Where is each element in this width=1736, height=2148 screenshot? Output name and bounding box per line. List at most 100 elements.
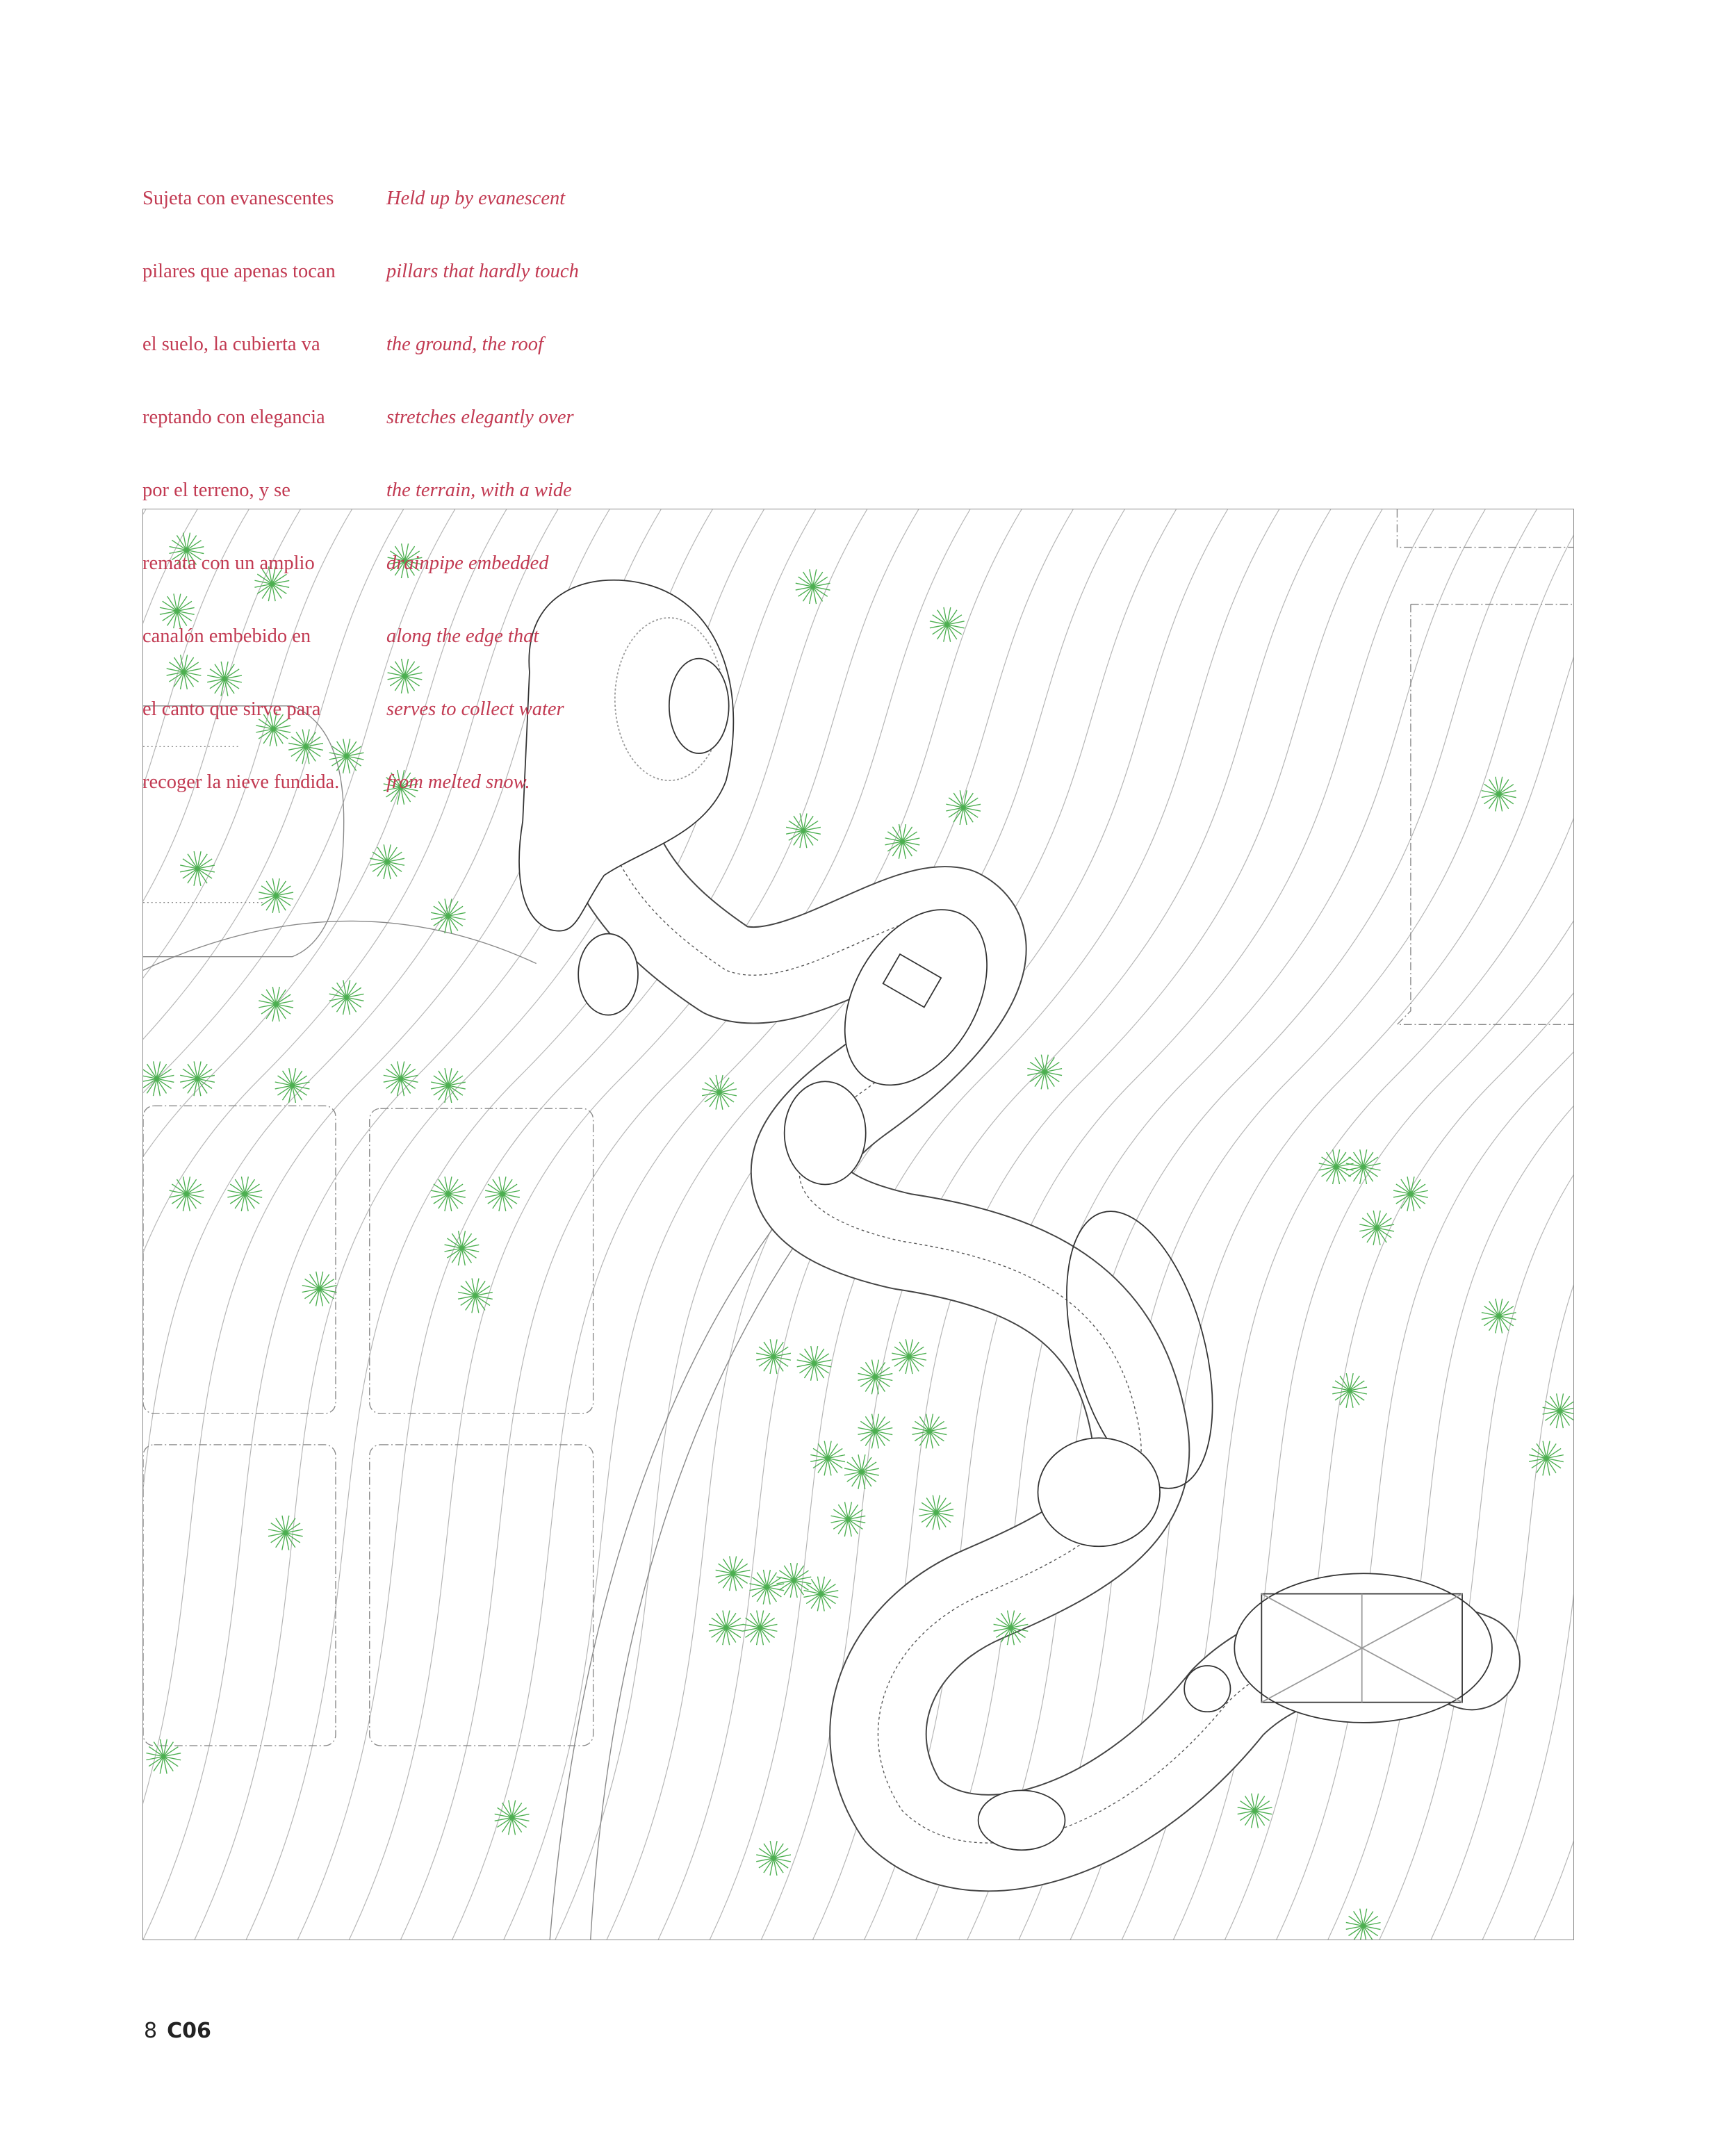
contour-line bbox=[760, 509, 1332, 1940]
contour-line bbox=[1533, 1840, 1573, 1940]
parking-areas bbox=[143, 509, 1573, 1940]
tree-icon bbox=[756, 1339, 792, 1375]
tree-icon bbox=[1237, 1793, 1272, 1828]
dining-hall bbox=[1066, 1211, 1213, 1489]
tree-icon bbox=[912, 1413, 947, 1449]
caption-line: stretches elegantly over bbox=[386, 407, 574, 428]
tree-icon bbox=[1393, 1177, 1428, 1212]
tree-icon bbox=[858, 1413, 893, 1449]
tree-icon bbox=[708, 1610, 744, 1646]
caption-spanish: Sujeta con evanescentes pilares que apen… bbox=[142, 138, 339, 819]
caption-line: reptando con elegancia bbox=[142, 407, 325, 428]
tree-icon bbox=[207, 661, 243, 696]
caption-line: el canto que sirve para bbox=[142, 698, 321, 720]
tree-icon bbox=[275, 1068, 310, 1104]
tree-icon bbox=[159, 593, 195, 629]
tree-icon bbox=[457, 1278, 493, 1313]
tree-icon bbox=[785, 813, 821, 848]
caption-line: canalón embebido en bbox=[142, 625, 311, 647]
caption-line: por el terreno, y se bbox=[142, 479, 290, 501]
tree-icon bbox=[858, 1359, 893, 1395]
tree-icon bbox=[169, 1177, 204, 1212]
tree-icon bbox=[143, 1061, 174, 1097]
small-pavilion bbox=[578, 933, 639, 1016]
caption-line: el suelo, la cubierta va bbox=[142, 334, 320, 355]
tree-icon bbox=[810, 1441, 846, 1476]
tree-icon bbox=[227, 1177, 263, 1212]
tree-icon bbox=[1528, 1441, 1564, 1476]
tree-icon bbox=[885, 823, 920, 859]
caption-line: from melted snow. bbox=[386, 771, 530, 793]
contour-line bbox=[297, 509, 868, 1940]
tree-icon bbox=[430, 1068, 466, 1104]
contour-line bbox=[1018, 534, 1573, 1940]
tree-icon bbox=[1481, 776, 1516, 812]
tree-icon bbox=[259, 986, 294, 1022]
contour-line bbox=[143, 509, 301, 902]
sports-hall bbox=[1234, 1573, 1493, 1723]
tree-icon bbox=[1345, 1149, 1381, 1185]
tree-icon bbox=[749, 1569, 785, 1605]
pavilion-3 bbox=[783, 1081, 867, 1186]
tree-icon bbox=[259, 878, 294, 913]
tree-icon bbox=[254, 566, 290, 602]
tree-icon bbox=[742, 1610, 778, 1646]
contour-line bbox=[143, 509, 352, 978]
tree-icon bbox=[1318, 1149, 1354, 1185]
caption-line: Held up by evanescent bbox=[386, 188, 566, 209]
tree-icon bbox=[383, 1061, 418, 1097]
tree-icon bbox=[383, 769, 418, 805]
contour-line bbox=[143, 509, 559, 1254]
tree-icon bbox=[715, 1556, 751, 1591]
caption-line: recoger la nieve fundida. bbox=[142, 771, 340, 793]
stage-hall bbox=[1037, 1437, 1161, 1548]
tree-icon bbox=[919, 1495, 954, 1530]
tree-icon bbox=[1359, 1210, 1395, 1245]
tree-icon bbox=[430, 1177, 466, 1212]
tree-icon bbox=[329, 739, 364, 774]
auditorium bbox=[518, 579, 735, 932]
contour-line bbox=[245, 509, 817, 1940]
tree-icon bbox=[166, 655, 202, 690]
tree-icon bbox=[1345, 1908, 1381, 1940]
contour-line bbox=[1070, 657, 1573, 1940]
contour-line bbox=[1379, 1174, 1573, 1940]
tree-icon bbox=[1481, 1298, 1516, 1334]
contour-line bbox=[143, 509, 456, 1094]
contour-line bbox=[143, 509, 507, 1158]
caption-line: serves to collect water bbox=[386, 698, 564, 720]
contour-line bbox=[503, 509, 1074, 1940]
tree-icon bbox=[430, 899, 466, 934]
caption-line: remata con un amplio bbox=[142, 552, 315, 574]
tree-icon bbox=[776, 1563, 812, 1598]
contour-line bbox=[1327, 1106, 1573, 1940]
tree-icon bbox=[993, 1610, 1029, 1646]
tree-icon bbox=[702, 1074, 737, 1110]
caption-english: Held up by evanescent pillars that hardl… bbox=[386, 138, 579, 819]
tree-icon bbox=[803, 1576, 839, 1612]
contour-line bbox=[1225, 992, 1573, 1940]
tree-icon bbox=[387, 543, 423, 579]
tree-icon bbox=[494, 1800, 530, 1835]
building-volumes bbox=[518, 579, 1493, 1851]
tree-icon bbox=[370, 844, 405, 880]
contour-line bbox=[143, 509, 249, 787]
caption-line: the terrain, with a wide bbox=[386, 479, 572, 501]
contour-line bbox=[1430, 1284, 1573, 1940]
caption-line: pillars that hardly touch bbox=[386, 261, 579, 282]
tree-icon bbox=[484, 1177, 520, 1212]
tree-icon bbox=[444, 1231, 480, 1266]
tree-icon bbox=[1027, 1054, 1063, 1090]
site-plan-frame bbox=[142, 509, 1574, 1940]
contour-line bbox=[1482, 1593, 1573, 1940]
tree-icon bbox=[288, 729, 324, 764]
tree-icon bbox=[844, 1454, 879, 1490]
contour-line bbox=[967, 509, 1537, 1940]
contour-line bbox=[709, 509, 1280, 1940]
tree-icon bbox=[830, 1502, 866, 1537]
contour-line bbox=[1276, 1051, 1573, 1940]
caption-line: Sujeta con evanescentes bbox=[142, 188, 334, 209]
tree-icon bbox=[756, 1840, 792, 1876]
caption-line: the ground, the roof bbox=[386, 334, 543, 355]
